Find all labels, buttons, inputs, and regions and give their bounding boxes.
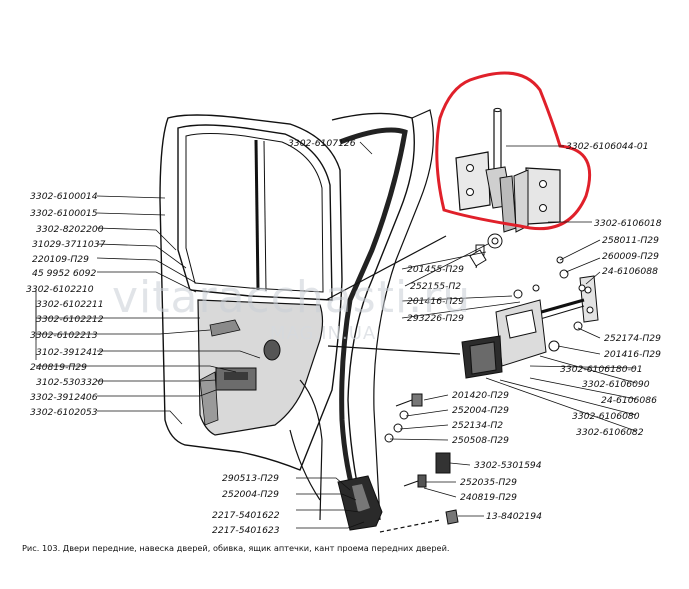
part-number-label: 260009-П29: [602, 251, 659, 262]
leader-lines: [35, 141, 637, 533]
part-number-label: 3302-8202200: [36, 224, 104, 235]
part-number-label: 13-8402194: [486, 511, 542, 522]
front-door: [159, 114, 343, 471]
part-number-label: 201416-П29: [604, 349, 661, 360]
part-number-label: 3302-6106180-01: [560, 364, 643, 375]
part-number-label: 3302-6102053: [30, 407, 98, 418]
part-number-label: 252035-П29: [460, 477, 517, 488]
part-number-label: 250508-П29: [452, 435, 509, 446]
part-number-label: 220109-П29: [32, 254, 89, 265]
part-number-label: 3302-6102210: [26, 284, 94, 295]
part-number-label: 3302-6106080: [572, 411, 640, 422]
lower-hinge-plate: [337, 475, 383, 531]
part-labels: 3302-6100014 3302-6100015 3302-8202200 3102…: [26, 138, 662, 536]
part-number-label: 3102-5303320: [36, 377, 104, 388]
part-number-label: 24-6106086: [601, 395, 657, 406]
door-hinge-assembly: [455, 107, 561, 233]
part-number-label: 293226-П29: [407, 313, 464, 324]
part-number-label: 24-6106088: [602, 266, 658, 277]
part-number-label: 45 9952 6092: [32, 268, 96, 279]
part-number-label: 258011-П29: [602, 235, 659, 246]
part-number-label: 252134-П2: [452, 420, 503, 431]
part-number-label: 2217-5401622: [212, 510, 280, 521]
part-number-label: 3102-3912412: [36, 347, 104, 358]
part-number-label: 3302-5301594: [474, 460, 542, 471]
part-number-label: 3302-6106082: [576, 427, 644, 438]
watermark-main: vitaracchasti.ru: [112, 272, 471, 323]
part-number-label: 201420-П29: [452, 390, 509, 401]
highlight-circle: [435, 71, 592, 231]
part-number-label: 252174-П29: [604, 333, 661, 344]
part-number-label: 240819-П29: [460, 492, 517, 503]
part-number-label: 252004-П29: [452, 405, 509, 416]
part-number-label: 252155-П2: [410, 281, 461, 292]
part-number-label: 3302-3912406: [30, 392, 98, 403]
part-number-label: 3302-6102212: [36, 314, 104, 325]
part-number-label: 2217-5401623: [212, 525, 280, 536]
watermark-sub: MAG.IN.UA: [270, 323, 376, 344]
fasteners: [384, 233, 586, 525]
part-number-label: 240819-П29: [30, 362, 87, 373]
part-number-label: 3302-6106090: [582, 379, 650, 390]
part-number-label: 201416-П29: [407, 296, 464, 307]
part-number-label: 3302-6107126: [288, 138, 356, 149]
part-number-label: 3302-6100015: [30, 208, 98, 219]
door-trim-panel: [197, 299, 324, 436]
part-number-label: 3302-6106044-01: [566, 141, 649, 152]
door-opening-seal: [331, 112, 415, 521]
part-number-label: 290513-П29: [222, 473, 279, 484]
door-check-assembly: [461, 275, 599, 379]
part-number-label: 3302-6100014: [30, 191, 98, 202]
part-number-label: 3302-6102213: [30, 330, 98, 341]
figure-caption: Рис. 103. Двери передние, навеска дверей…: [22, 543, 450, 553]
part-number-label: 3302-6106018: [594, 218, 662, 229]
part-number-label: 31029-3711037: [32, 239, 106, 250]
part-number-label: 252004-П29: [222, 489, 279, 500]
part-number-label: 201455-П29: [407, 264, 464, 275]
part-number-label: 3302-6102211: [36, 299, 104, 310]
